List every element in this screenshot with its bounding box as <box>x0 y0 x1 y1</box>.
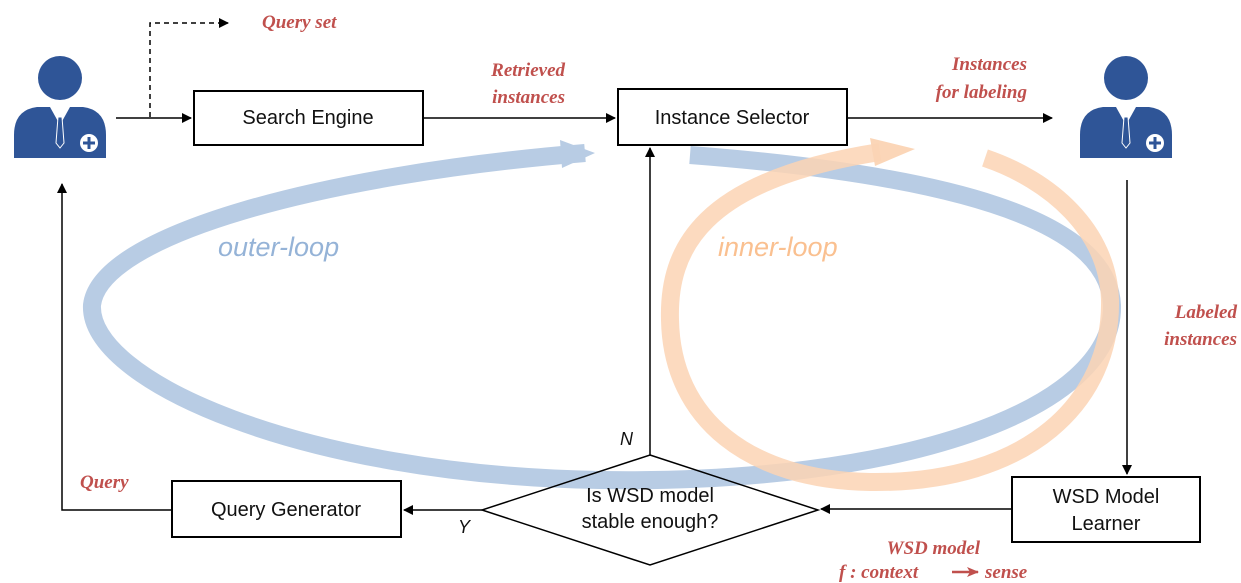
left-user-icon <box>14 56 106 158</box>
instances-labeling-line1: Instances <box>951 54 1027 75</box>
inner-loop-arrow <box>660 138 1120 492</box>
instance-selector-label: Instance Selector <box>655 107 810 129</box>
labeled-label-line2: instances <box>1164 329 1237 350</box>
edge-query-to-user <box>57 183 172 511</box>
retrieved-label-line2: instances <box>492 87 565 108</box>
wsd-model-label-line2-end: sense <box>984 562 1028 583</box>
wsd-model-learner-node: WSD Model Learner <box>1011 476 1201 543</box>
wsd-model-label-line1: WSD model <box>887 538 981 559</box>
decision-label-line1: Is WSD model <box>586 485 714 507</box>
search-engine-label: Search Engine <box>242 107 373 129</box>
instances-labeling-line2: for labeling <box>936 82 1027 103</box>
inner-loop-label: inner-loop <box>718 232 838 262</box>
outer-loop-label: outer-loop <box>218 232 339 262</box>
decision-label-line2: stable enough? <box>582 511 719 533</box>
search-engine-node: Search Engine <box>193 90 424 146</box>
query-generator-label: Query Generator <box>211 499 361 521</box>
query-label: Query <box>80 472 129 493</box>
no-branch-label: N <box>620 429 634 449</box>
retrieved-label-line1: Retrieved <box>490 60 565 81</box>
outer-loop-arrow <box>83 140 1122 490</box>
query-set-label: Query set <box>262 12 337 33</box>
right-user-icon <box>1080 56 1172 158</box>
stability-decision-node: Is WSD model stable enough? <box>479 454 821 566</box>
yes-branch-label: Y <box>458 517 472 537</box>
wsd-learner-label-line2: Learner <box>1072 513 1141 535</box>
connectors <box>57 18 1132 515</box>
wsd-learner-label-line1: WSD Model <box>1053 486 1160 508</box>
query-generator-node: Query Generator <box>171 480 402 538</box>
wsd-model-label-line2: f : context <box>839 562 919 583</box>
edge-query-set <box>149 18 229 117</box>
labeled-label-line1: Labeled <box>1174 302 1238 323</box>
instance-selector-node: Instance Selector <box>617 88 848 146</box>
